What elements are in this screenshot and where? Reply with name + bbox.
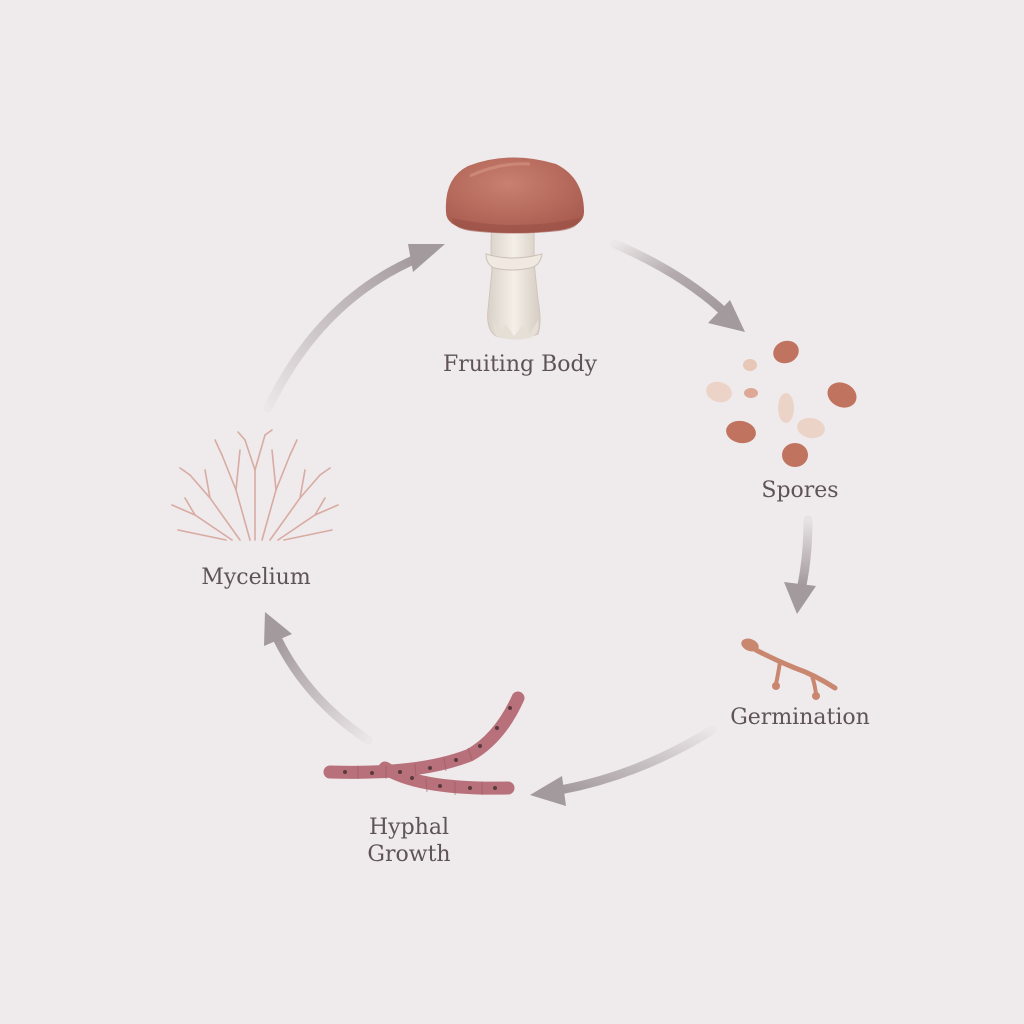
label-hyphal: Hyphal: [369, 815, 449, 840]
arrow-hyphal-to-mycelium: [264, 612, 373, 745]
arrow-mycelium-to-fruiting: [263, 244, 445, 413]
label-fruiting-body: Fruiting Body: [443, 352, 598, 377]
spores-illustration: [706, 340, 857, 467]
label-spores: Spores: [761, 478, 838, 503]
label-germination: Germination: [730, 705, 870, 730]
arrow-germination-to-hyphal: [530, 725, 717, 806]
mushroom-illustration: [445, 157, 584, 340]
hyphae-illustration: [323, 691, 525, 795]
cycle-arrows: [263, 239, 816, 806]
label-growth: Growth: [367, 842, 450, 867]
germination-illustration: [741, 638, 838, 700]
arrow-spores-to-germination: [784, 515, 816, 614]
stage-labels: Fruiting Body Spores Germination Hyphal …: [201, 352, 870, 867]
label-mycelium: Mycelium: [201, 565, 311, 590]
mycelium-illustration: [171, 429, 339, 541]
arrow-fruiting-to-spores: [610, 239, 745, 332]
